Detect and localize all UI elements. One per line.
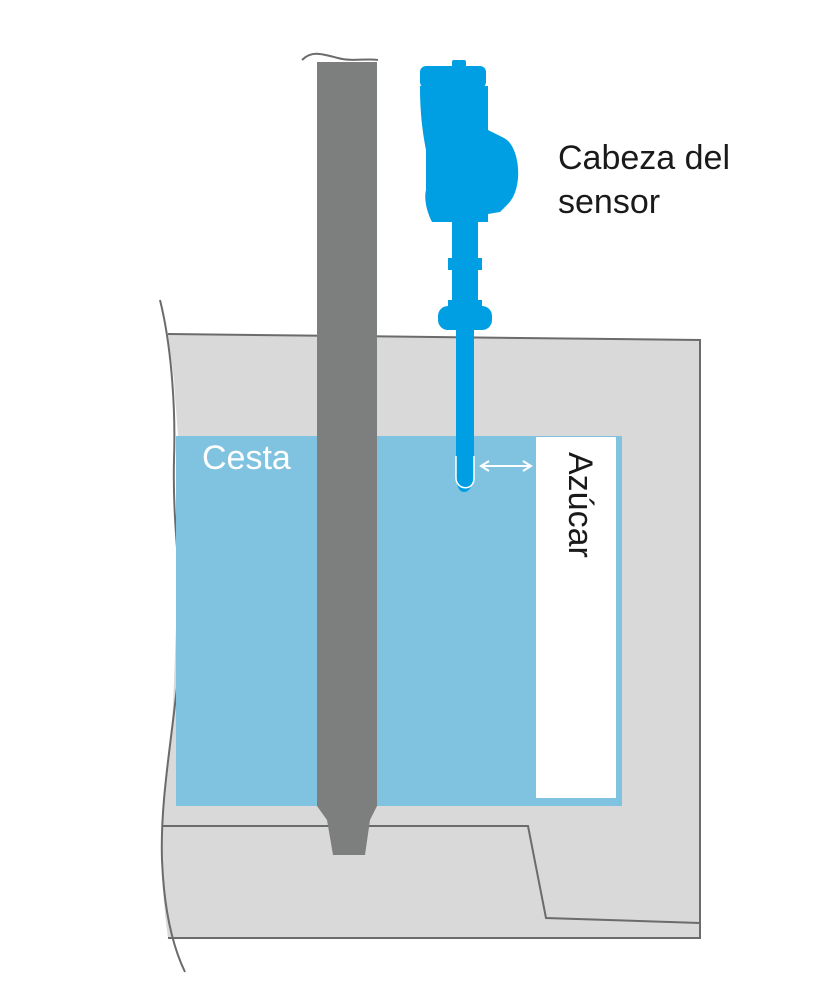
label-sensor-head: Cabeza del sensor [558,136,730,224]
sugar-layer [536,437,616,798]
label-sugar: Azúcar [561,452,599,558]
distance-arrow [479,460,533,472]
label-sensor-head-line2: sensor [558,183,661,221]
label-basket: Cesta [202,439,291,477]
vessel-outline [167,333,701,939]
central-shaft [317,62,377,855]
shaft-top-edge [301,52,379,61]
label-sensor-head-line1: Cabeza del [558,139,731,177]
sensor [420,60,519,492]
probe-tip-outline [455,456,475,489]
